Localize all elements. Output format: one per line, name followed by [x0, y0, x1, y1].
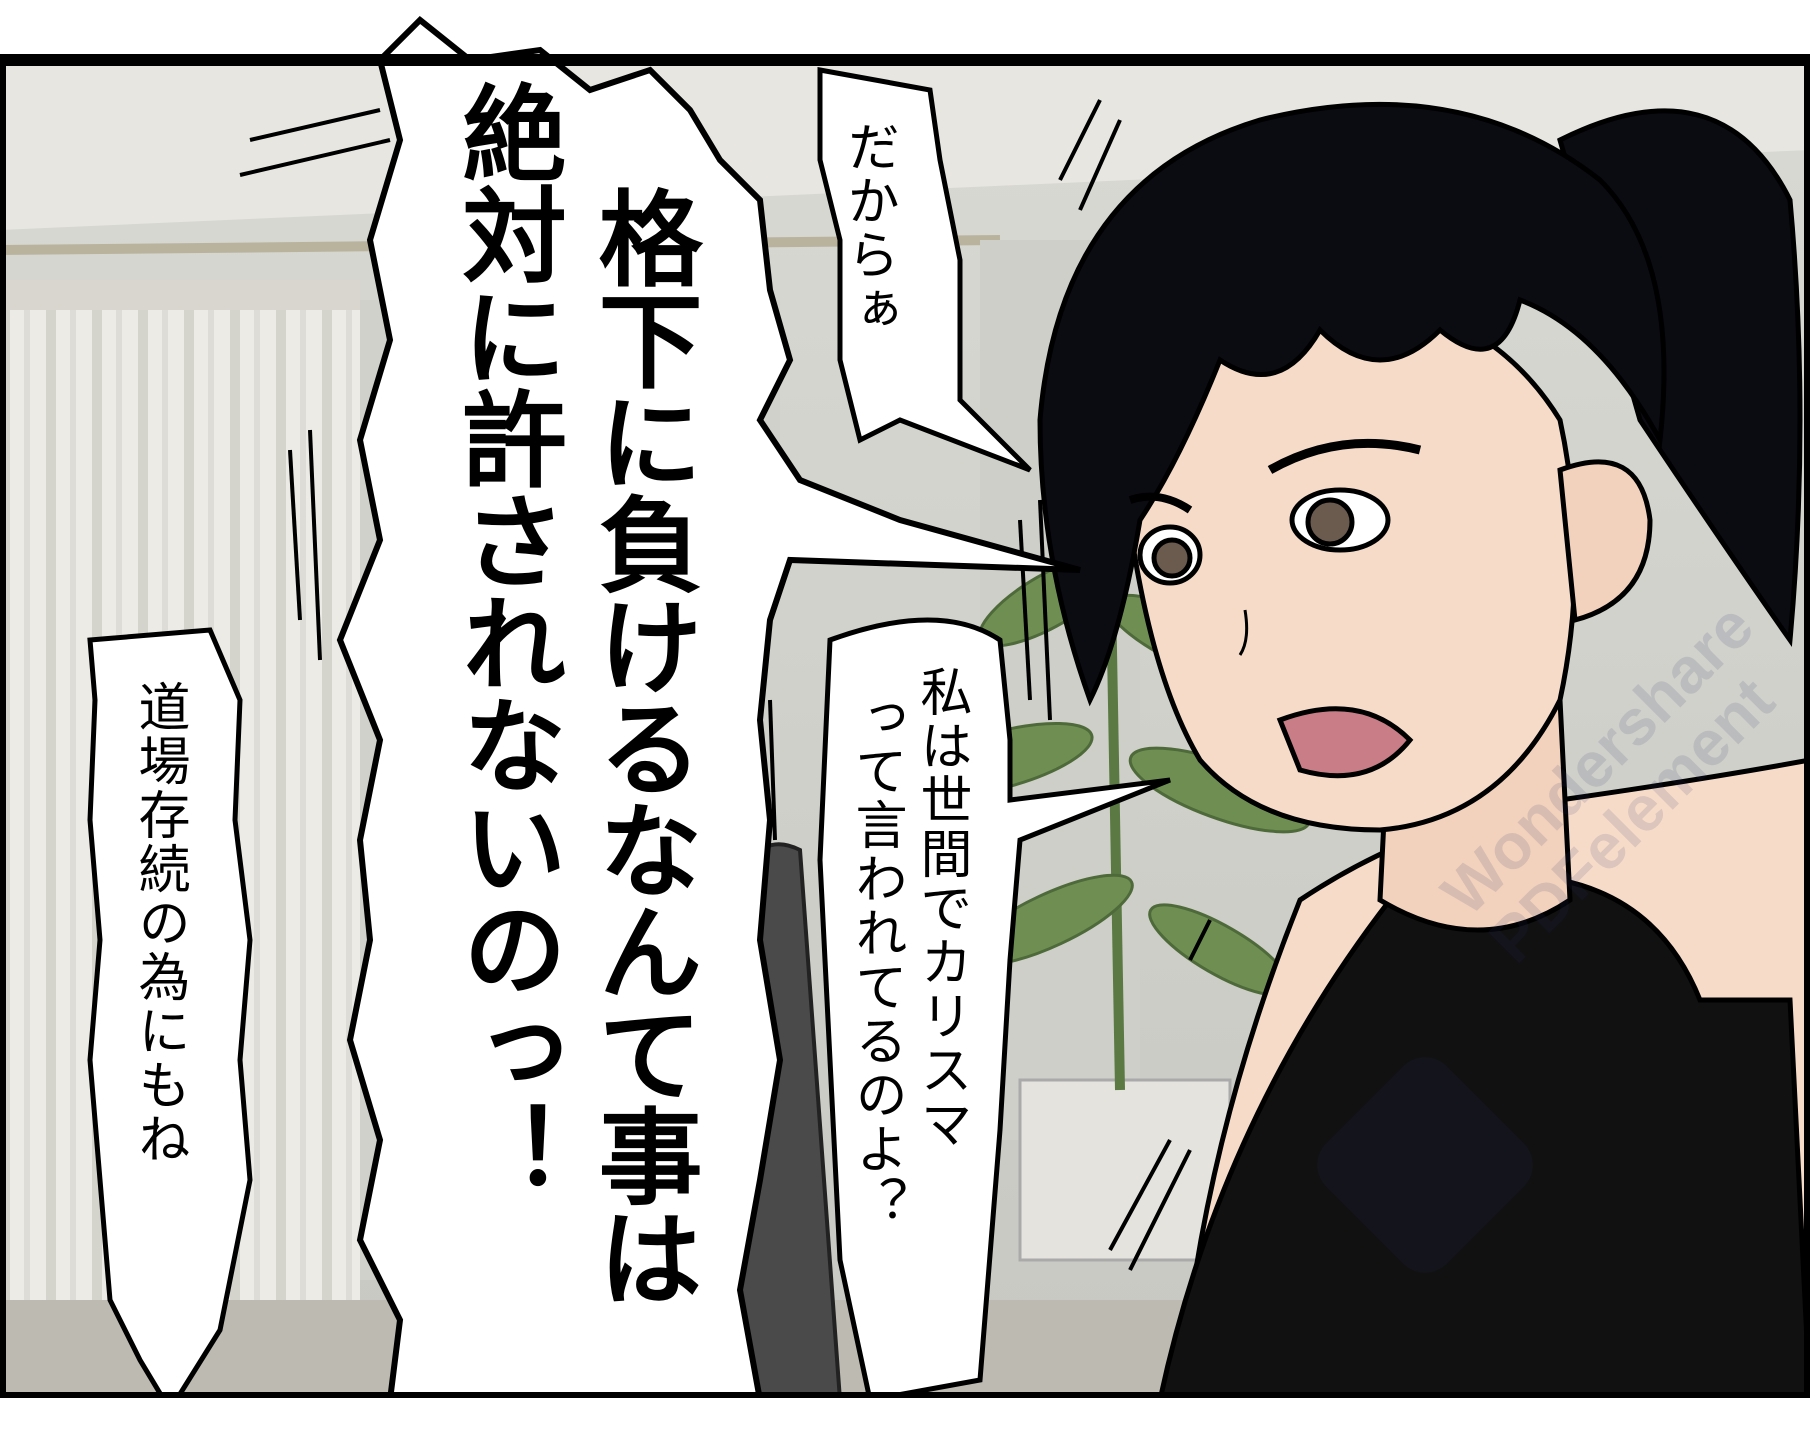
speech-bubble-big: [336, 15, 1081, 1403]
speech-text-watashi: 私は世間でカリスマ: [911, 665, 971, 1151]
speech-text-kakushita: 格下に負けるなんて事は: [580, 185, 703, 1307]
speech-bubble-small: [817, 67, 1032, 473]
hair: [1037, 101, 1667, 707]
motion-lines: [239, 99, 1212, 1271]
speech-text-dojo: 道場存続の為にもね: [129, 680, 189, 1166]
speech-bubble-right: [817, 617, 1171, 1403]
pdfelement-logo-icon: [1317, 1057, 1533, 1273]
speech-text-tte: って言われてるのよ？: [846, 690, 906, 1230]
watermark: [1317, 1057, 1533, 1273]
character: [1037, 101, 1810, 1403]
speech-text-dakara: だからぁ: [838, 120, 898, 336]
speech-text-zettai: 絶対に許されないのっ！: [444, 80, 567, 1202]
